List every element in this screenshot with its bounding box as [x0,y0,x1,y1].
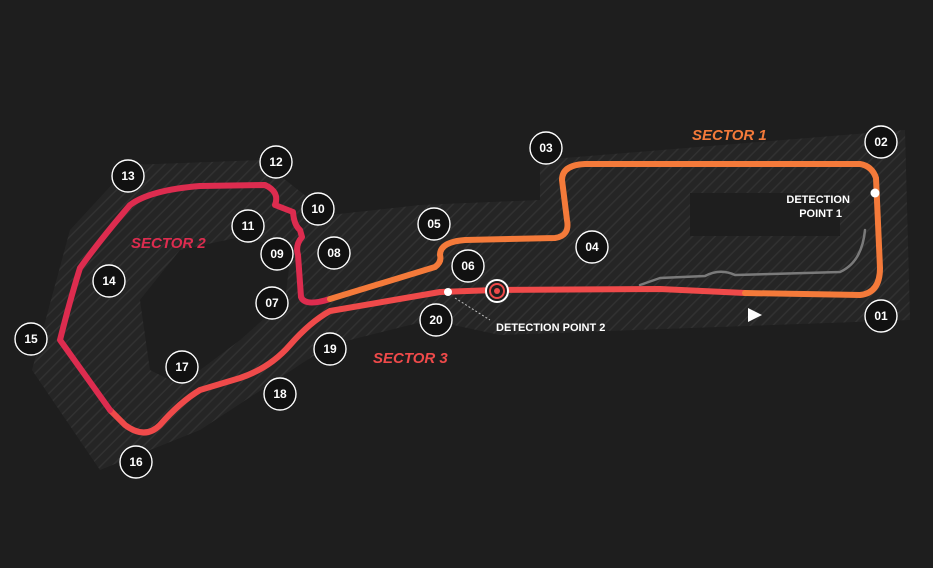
finish-line-target-icon [485,279,509,303]
svg-text:04: 04 [585,240,599,254]
svg-text:06: 06 [461,259,475,273]
turn-marker-19: 19 [313,332,347,366]
svg-text:16: 16 [129,455,143,469]
turn-marker-07: 07 [255,286,289,320]
turn-marker-12: 12 [259,145,293,179]
svg-text:10: 10 [311,202,325,216]
turn-marker-01: 01 [864,299,898,333]
turn-marker-16: 16 [119,445,153,479]
turn-marker-06: 06 [451,249,485,283]
sector-1-label: SECTOR 1 [692,127,767,144]
turn-marker-13: 13 [111,159,145,193]
turn-marker-15: 15 [14,322,48,356]
svg-text:05: 05 [427,217,441,231]
svg-text:09: 09 [270,247,284,261]
detection-point-1-label: DETECTION POINT 1 [786,194,853,220]
turn-marker-17: 17 [165,350,199,384]
sector-3-track [107,286,748,436]
sector-2-label: SECTOR 2 [131,235,206,252]
turn-marker-10: 10 [301,192,335,226]
turn-marker-11: 11 [231,209,265,243]
sector-2-track [57,182,333,413]
svg-text:14: 14 [102,274,116,288]
svg-text:08: 08 [327,246,341,260]
turn-marker-08: 08 [317,236,351,270]
detection-point-2-label: DETECTION POINT 2 [496,322,605,334]
svg-text:03: 03 [539,141,553,155]
svg-text:19: 19 [323,342,337,356]
svg-text:17: 17 [175,360,189,374]
detection-point-2-marker [444,288,452,296]
svg-text:15: 15 [24,332,38,346]
turn-marker-02: 02 [864,125,898,159]
detection-point-2-leader [454,297,491,321]
svg-text:20: 20 [429,313,443,327]
svg-text:01: 01 [874,309,888,323]
detection-point-1-marker [870,188,880,198]
svg-text:07: 07 [265,296,279,310]
turn-marker-18: 18 [263,377,297,411]
svg-text:02: 02 [874,135,888,149]
pit-lane [638,228,867,287]
turn-marker-04: 04 [575,230,609,264]
turn-marker-03: 03 [529,131,563,165]
start-direction-icon [748,308,762,322]
turn-marker-20: 20 [419,303,453,337]
turn-marker-09: 09 [260,237,294,271]
svg-text:18: 18 [273,387,287,401]
svg-text:11: 11 [242,219,255,233]
sector-1-track [327,161,883,302]
turn-marker-14: 14 [92,264,126,298]
turn-marker-05: 05 [417,207,451,241]
svg-text:13: 13 [121,169,135,183]
sector-3-label: SECTOR 3 [373,350,448,367]
svg-text:12: 12 [269,155,283,169]
